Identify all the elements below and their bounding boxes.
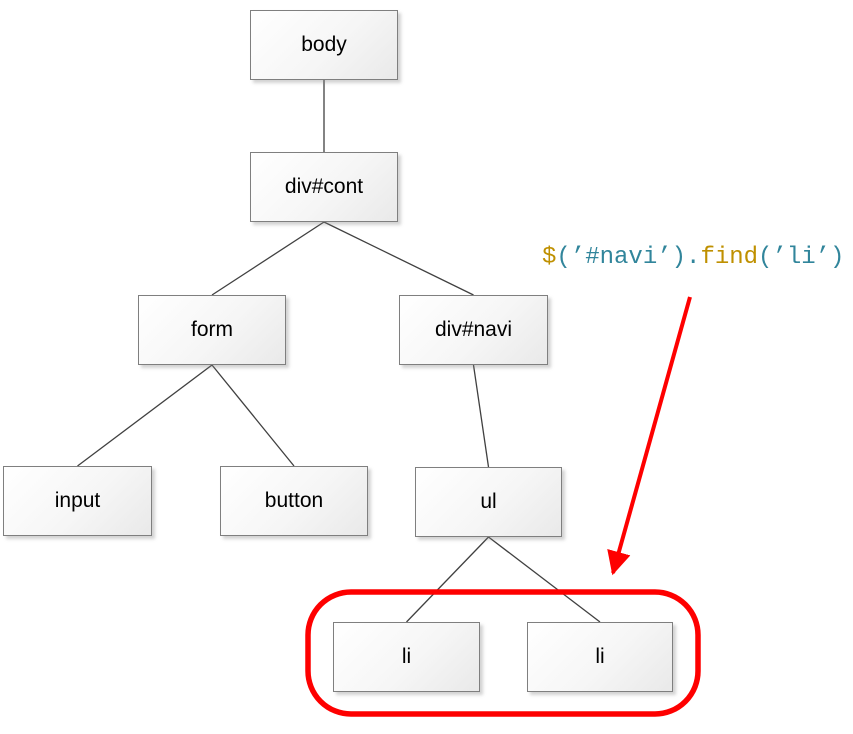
tree-node-div-navi: div#navi xyxy=(399,295,548,365)
tree-node-label: div#cont xyxy=(284,175,364,198)
tree-edge-line xyxy=(488,536,601,623)
code-segment: (’li’) xyxy=(758,244,845,271)
code-segment: (’#navi’) xyxy=(556,244,687,271)
tree-node-label: form xyxy=(191,318,233,341)
tree-node-ul: ul xyxy=(415,467,562,537)
tree-edge-line xyxy=(77,364,213,467)
tree-node-li-2: li xyxy=(527,622,673,692)
tree-edge-line xyxy=(211,364,295,467)
tree-node-li-1: li xyxy=(333,622,480,692)
tree-node-label: div#navi xyxy=(434,318,513,341)
tree-node-input: input xyxy=(3,466,152,536)
tree-node-form: form xyxy=(138,295,286,365)
highlight-rounded-rect xyxy=(305,589,701,717)
tree-edge-line xyxy=(406,536,489,623)
tree-node-label: li xyxy=(401,645,412,668)
tree-node-body: body xyxy=(250,10,398,80)
tree-edge-line xyxy=(211,221,325,296)
code-segment: . xyxy=(686,244,701,271)
code-annotation: $(’#navi’).find(’li’) xyxy=(542,242,844,274)
tree-edge-line xyxy=(323,221,474,296)
tree-edges xyxy=(77,80,601,623)
tree-edge-line xyxy=(472,364,490,468)
tree-node-label: body xyxy=(301,33,347,56)
tree-node-label: ul xyxy=(480,490,497,513)
code-segment: find xyxy=(700,244,759,271)
annotation-arrow xyxy=(607,296,692,576)
code-segment: $ xyxy=(542,244,557,271)
tree-node-label: input xyxy=(54,489,101,512)
tree-node-button: button xyxy=(220,466,368,536)
tree-node-label: li xyxy=(595,645,605,668)
tree-node-label: button xyxy=(264,489,324,512)
tree-node-div-cont: div#cont xyxy=(250,152,398,222)
